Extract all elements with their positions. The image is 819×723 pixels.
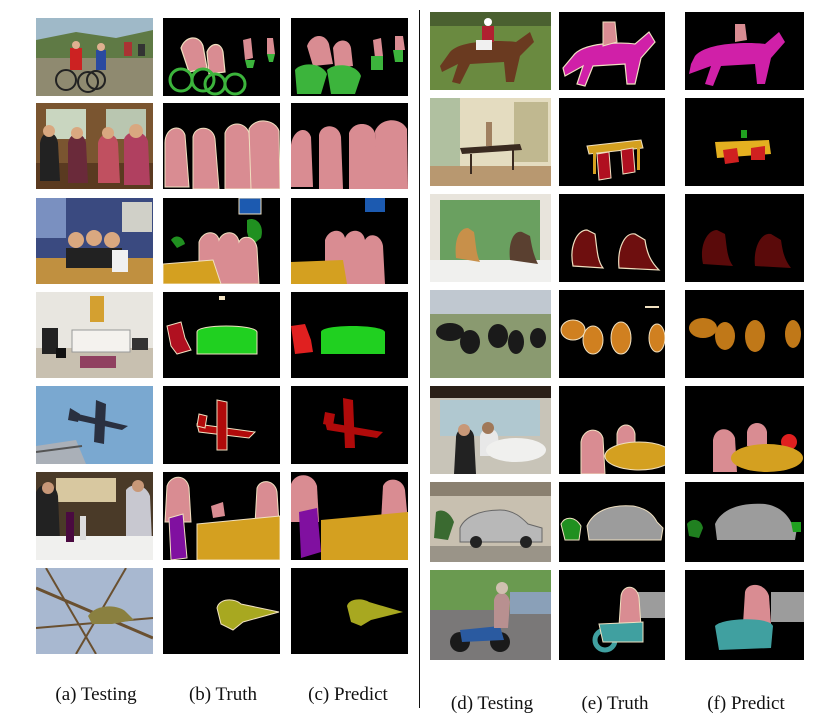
predict-mask-dining-room [685, 98, 804, 186]
photo-dinner [36, 472, 153, 560]
caption-c-predict: (c) Predict [308, 684, 388, 705]
photo-group-sofa [36, 103, 153, 189]
predict-mask-dinner [291, 472, 408, 560]
truth-mask-group-sofa [163, 103, 280, 189]
photo-cats [430, 194, 551, 282]
truth-mask-living-room [163, 292, 280, 378]
photo-cyclists [36, 18, 153, 96]
predict-mask-group-sofa [291, 103, 408, 189]
truth-mask-cyclists [163, 18, 280, 96]
truth-mask-two-men [559, 386, 665, 474]
photo-aeroplane [36, 386, 153, 464]
predict-mask-motorbike [685, 570, 804, 660]
caption-f-predict: (f) Predict [707, 693, 785, 714]
predict-mask-sheep [685, 290, 804, 378]
truth-mask-horse [559, 12, 665, 90]
truth-mask-aeroplane [163, 386, 280, 464]
predict-mask-party [291, 198, 408, 284]
photo-horse [430, 12, 551, 90]
predict-mask-bird [291, 568, 408, 654]
photo-party [36, 198, 153, 284]
predict-mask-living-room [291, 292, 408, 378]
photo-living-room [36, 292, 153, 378]
predict-mask-cyclists [291, 18, 408, 96]
predict-mask-two-men [685, 386, 804, 474]
truth-mask-dining-room [559, 98, 665, 186]
column-divider [419, 10, 420, 708]
predict-mask-cats [685, 194, 804, 282]
truth-mask-car [559, 482, 665, 562]
truth-mask-bird [163, 568, 280, 654]
caption-a-testing: (a) Testing [55, 684, 137, 705]
photo-car [430, 482, 551, 562]
truth-mask-party [163, 198, 280, 284]
photo-two-men [430, 386, 551, 474]
predict-mask-horse [685, 12, 804, 90]
caption-b-truth: (b) Truth [188, 684, 258, 705]
photo-bird [36, 568, 153, 654]
truth-mask-sheep [559, 290, 665, 378]
caption-d-testing: (d) Testing [450, 693, 534, 714]
predict-mask-aeroplane [291, 386, 408, 464]
truth-mask-motorbike [559, 570, 665, 660]
predict-mask-car [685, 482, 804, 562]
truth-mask-dinner [163, 472, 280, 560]
photo-motorbike [430, 570, 551, 660]
photo-dining-room [430, 98, 551, 186]
truth-mask-cats [559, 194, 665, 282]
photo-sheep [430, 290, 551, 378]
caption-e-truth: (e) Truth [581, 693, 649, 714]
